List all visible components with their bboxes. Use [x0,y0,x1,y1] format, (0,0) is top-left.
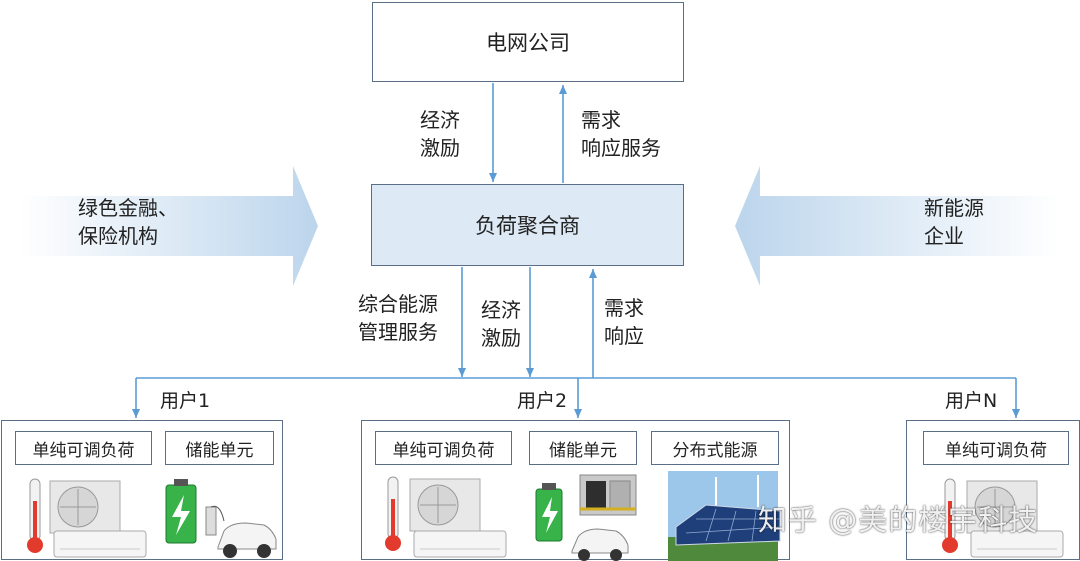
user2-label: 用户2 [517,390,568,412]
electric-car-icon [571,528,629,561]
electric-car-icon [217,522,277,558]
green-finance-label: 绿色金融、 保险机构 [78,194,178,250]
battery-icon [165,479,197,544]
usern-illustrations [942,478,1064,558]
energy-service-label-line1: 综合能源 [358,292,438,316]
user2-illustrations [385,471,781,561]
aggregator-node: 负荷聚合商 [371,184,684,266]
user1-storage-unit: 储能单元 [165,431,274,465]
ac-indoor-unit-icon [53,530,147,558]
demand-response-label: 需求 响应 [604,294,644,350]
user2-storage-unit: 储能单元 [529,431,637,465]
right-big-arrow [735,166,1060,286]
user2-adjustable-load: 单纯可调负荷 [375,431,512,465]
user2-storage-unit-label: 储能单元 [549,440,617,461]
user1-adjustable-load: 单纯可调负荷 [15,431,152,465]
thermometer-icon [942,478,958,553]
user2-box: 单纯可调负荷 储能单元 分布式能源 [361,420,790,561]
user1-illustrations [27,478,277,558]
green-finance-line2: 保险机构 [78,224,158,248]
incentive-label-top-line2: 激励 [420,136,460,160]
grid-company-node: 电网公司 [372,2,684,82]
incentive-label-bottom: 经济 激励 [481,296,521,352]
user1-storage-unit-label: 储能单元 [185,440,254,461]
grid-company-label: 电网公司 [486,31,570,55]
ac-indoor-unit-icon [413,530,507,558]
usern-box: 单纯可调负荷 [906,420,1080,560]
left-big-arrow [20,166,318,286]
ac-outdoor-unit-icon [49,480,121,534]
demand-response-label-line1: 需求 [604,296,644,320]
incentive-label-bottom-line2: 激励 [481,326,521,350]
energy-service-label: 综合能源 管理服务 [358,290,438,346]
battery-icon [535,483,563,542]
ac-outdoor-unit-icon [966,480,1038,534]
usern-adjustable-load-label: 单纯可调负荷 [945,440,1047,461]
demand-response-label-line2: 响应 [604,324,644,348]
ac-indoor-unit-icon [970,530,1064,558]
demand-service-label-line2: 响应服务 [581,136,661,160]
user1-adjustable-load-label: 单纯可调负荷 [32,440,135,461]
incentive-label-top: 经济 激励 [420,106,460,162]
new-energy-line2: 企业 [924,224,964,248]
user2-distributed-energy: 分布式能源 [651,431,779,465]
thermometer-icon [27,478,43,553]
user1-box: 单纯可调负荷 储能单元 [1,420,283,560]
aggregator-label: 负荷聚合商 [475,214,580,238]
user2-adjustable-load-label: 单纯可调负荷 [392,440,495,461]
demand-service-label: 需求 响应服务 [581,106,661,162]
storage-cabinet-icon [579,474,637,516]
usern-label: 用户N [945,390,998,412]
incentive-label-top-line1: 经济 [420,108,460,132]
demand-service-label-line1: 需求 [581,108,621,132]
solar-farm-icon [668,471,781,561]
user1-label: 用户1 [160,390,211,412]
watermark-text: 知乎 @美的楼宇科技 [758,503,1039,537]
ev-charger-icon [205,505,225,536]
green-finance-line1: 绿色金融、 [78,196,178,220]
energy-service-label-line2: 管理服务 [358,320,438,344]
new-energy-label: 新能源 企业 [924,194,984,250]
user2-distributed-energy-label: 分布式能源 [672,440,758,461]
incentive-label-bottom-line1: 经济 [481,298,521,322]
new-energy-line1: 新能源 [924,196,984,220]
ac-outdoor-unit-icon [409,478,481,532]
usern-adjustable-load: 单纯可调负荷 [923,431,1069,465]
thermometer-icon [385,476,401,551]
